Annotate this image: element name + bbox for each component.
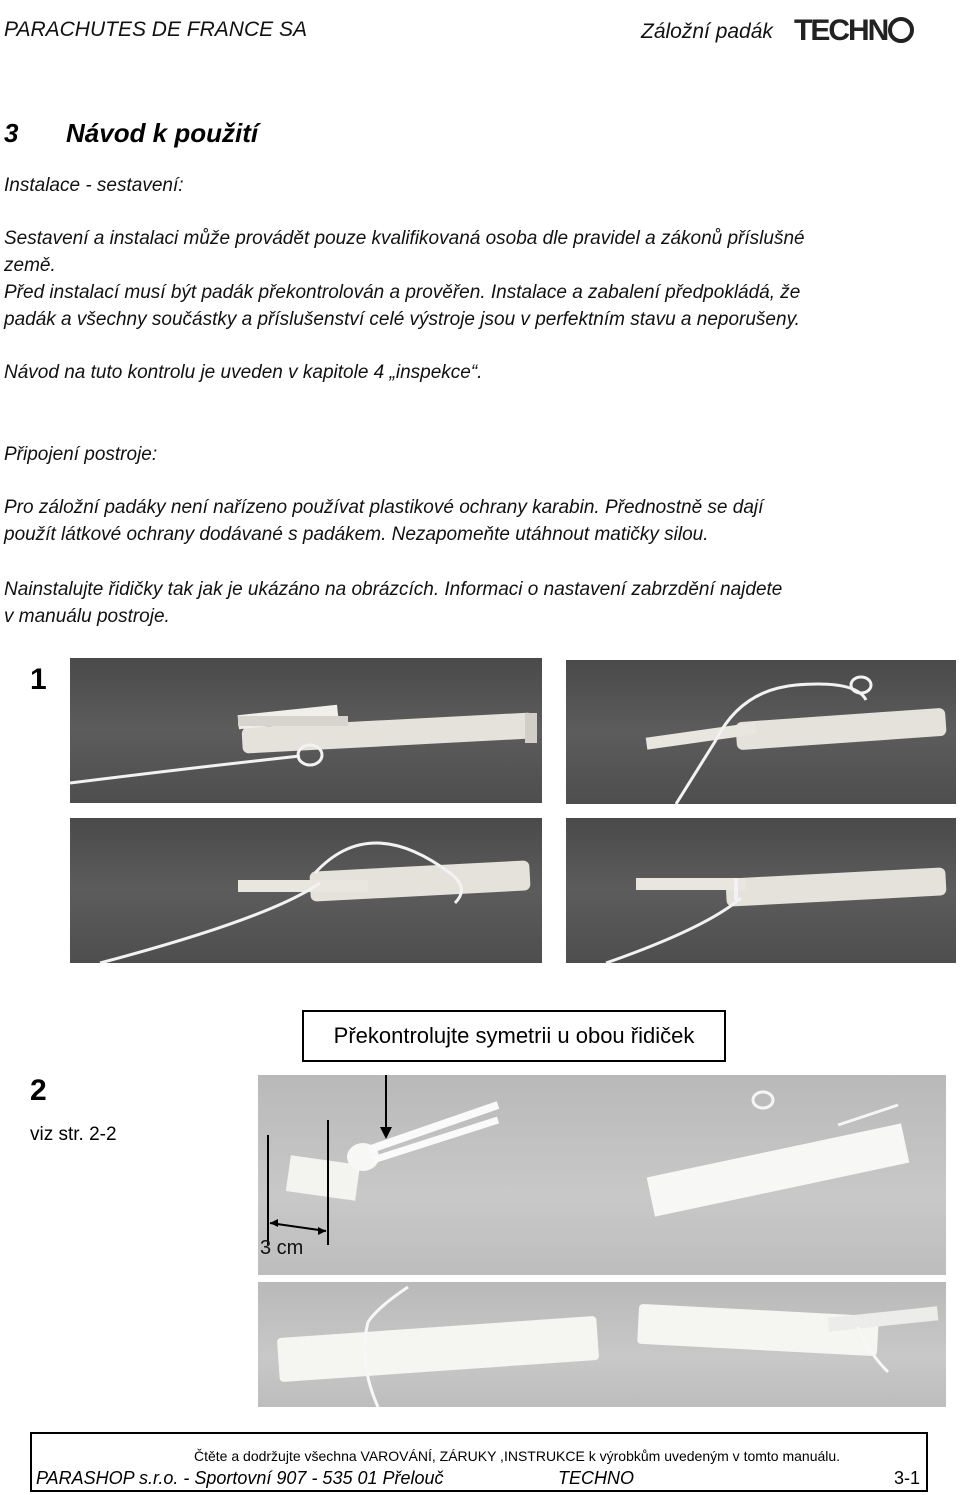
install-text-line: padák a všechny součástky a příslušenstv… bbox=[4, 309, 800, 330]
install-subtitle: Instalace - sestavení: bbox=[4, 175, 184, 196]
product-name: Záložní padák bbox=[641, 20, 773, 43]
figure-1-photo-step-1 bbox=[70, 658, 542, 803]
harness-text-line: použít látkové ochrany dodávané s padáke… bbox=[4, 524, 709, 545]
figure-1-number: 1 bbox=[30, 663, 47, 696]
figure-1-photo-step-3 bbox=[70, 818, 542, 963]
company-name: PARACHUTES DE FRANCE SA bbox=[4, 18, 307, 41]
logo-o-ring-icon bbox=[888, 17, 915, 43]
install-inspection-note: Návod na tuto kontrolu je uveden v kapit… bbox=[4, 362, 483, 383]
figure-2-number: 2 bbox=[30, 1074, 47, 1107]
install-text-line: Před instalací musí být padák překontrol… bbox=[4, 282, 801, 303]
figure-1-photo-step-4 bbox=[566, 818, 956, 963]
footer: Čtěte a dodržujte všechna VAROVÁNÍ, ZÁRU… bbox=[30, 1432, 928, 1492]
install-text-line: Sestavení a instalaci může provádět pouz… bbox=[4, 228, 805, 249]
page-number: 3-1 bbox=[894, 1468, 921, 1488]
harness-text-line: v manuálu postroje. bbox=[4, 606, 170, 627]
section-title: Návod k použití bbox=[66, 118, 259, 148]
harness-text-line: Pro záložní padáky není nařízeno používa… bbox=[4, 497, 764, 518]
harness-subtitle: Připojení postroje: bbox=[4, 444, 158, 465]
techno-logo: TECHN bbox=[794, 10, 918, 52]
section-number: 3 bbox=[4, 118, 19, 148]
figure-1-photo-step-2 bbox=[566, 660, 956, 804]
harness-text-line: Nainstalujte řidičky tak jak je ukázáno … bbox=[4, 579, 783, 600]
footer-address: PARASHOP s.r.o. - Sportovní 907 - 535 01… bbox=[36, 1468, 444, 1488]
figure-2-photo-both-risers bbox=[258, 1282, 946, 1407]
figure-2-reference: viz str. 2-2 bbox=[30, 1124, 117, 1145]
install-text-line: země. bbox=[4, 255, 56, 276]
figure-2-photo-knot-detail: 3 cm bbox=[258, 1075, 946, 1275]
measure-label: 3 cm bbox=[260, 1237, 304, 1259]
symmetry-check-callout: Překontrolujte symetrii u obou řidiček bbox=[302, 1010, 726, 1062]
footer-product: TECHNO bbox=[558, 1468, 634, 1488]
footer-notice: Čtěte a dodržujte všechna VAROVÁNÍ, ZÁRU… bbox=[194, 1448, 841, 1464]
